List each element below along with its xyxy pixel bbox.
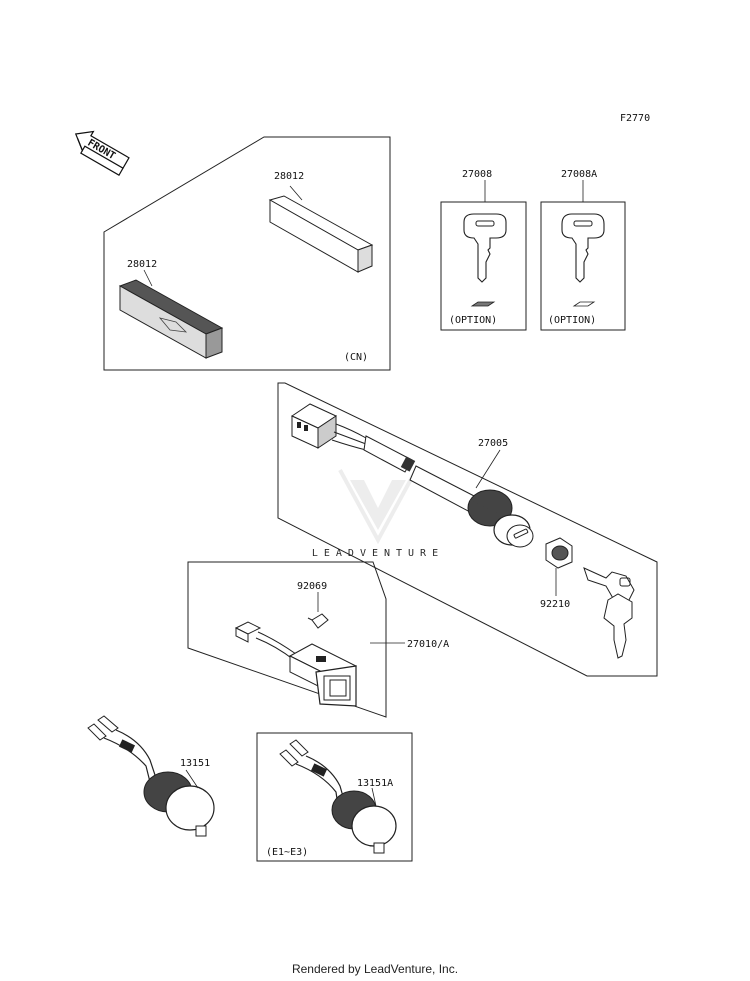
switch-body xyxy=(467,489,534,548)
meter-13151a-panel: 13151A (E1~E3) xyxy=(256,732,413,862)
label-27008a: 27008A xyxy=(561,169,597,180)
label-92069: 92069 xyxy=(297,581,327,592)
watermark: LEADVENTURE xyxy=(312,469,444,559)
switch-panel: 92069 27010/A xyxy=(187,561,449,718)
figure-code: F2770 xyxy=(620,113,650,124)
label-e-note: (E1~E3) xyxy=(266,847,308,858)
key-icon-a xyxy=(561,213,605,283)
reflector-panel: 28012 28012 (CN) xyxy=(103,136,391,371)
footer-credit: Rendered by LeadVenture, Inc. xyxy=(291,962,459,976)
label-13151: 13151 xyxy=(180,758,210,769)
bulb-icon xyxy=(307,613,329,629)
label-cn: (CN) xyxy=(344,352,368,363)
label-option-2: (OPTION) xyxy=(548,315,596,326)
label-28012-left: 28012 xyxy=(127,259,157,270)
indicator-switch xyxy=(288,643,358,707)
key-icon xyxy=(463,213,507,283)
label-option-1: (OPTION) xyxy=(449,315,497,326)
switch-keys-icon xyxy=(583,567,635,659)
reflector-top xyxy=(268,185,374,273)
meter-13151: 13151 xyxy=(87,715,215,837)
key-27008-box: 27008 (OPTION) xyxy=(440,169,527,331)
label-27005: 27005 xyxy=(478,438,508,449)
label-27008: 27008 xyxy=(462,169,492,180)
front-arrow-icon: FRONT xyxy=(74,130,130,176)
label-28012-top: 28012 xyxy=(274,171,304,182)
reflector-left xyxy=(118,269,224,359)
label-92210: 92210 xyxy=(540,599,570,610)
key-27008a-box: 27008A (OPTION) xyxy=(540,169,626,331)
label-27010a: 27010/A xyxy=(407,639,449,650)
watermark-text: LEADVENTURE xyxy=(312,548,444,559)
ignition-switch-panel: 27005 92210 xyxy=(277,382,658,677)
label-13151a: 13151A xyxy=(357,778,393,789)
nut xyxy=(545,537,573,569)
connector xyxy=(290,403,338,449)
